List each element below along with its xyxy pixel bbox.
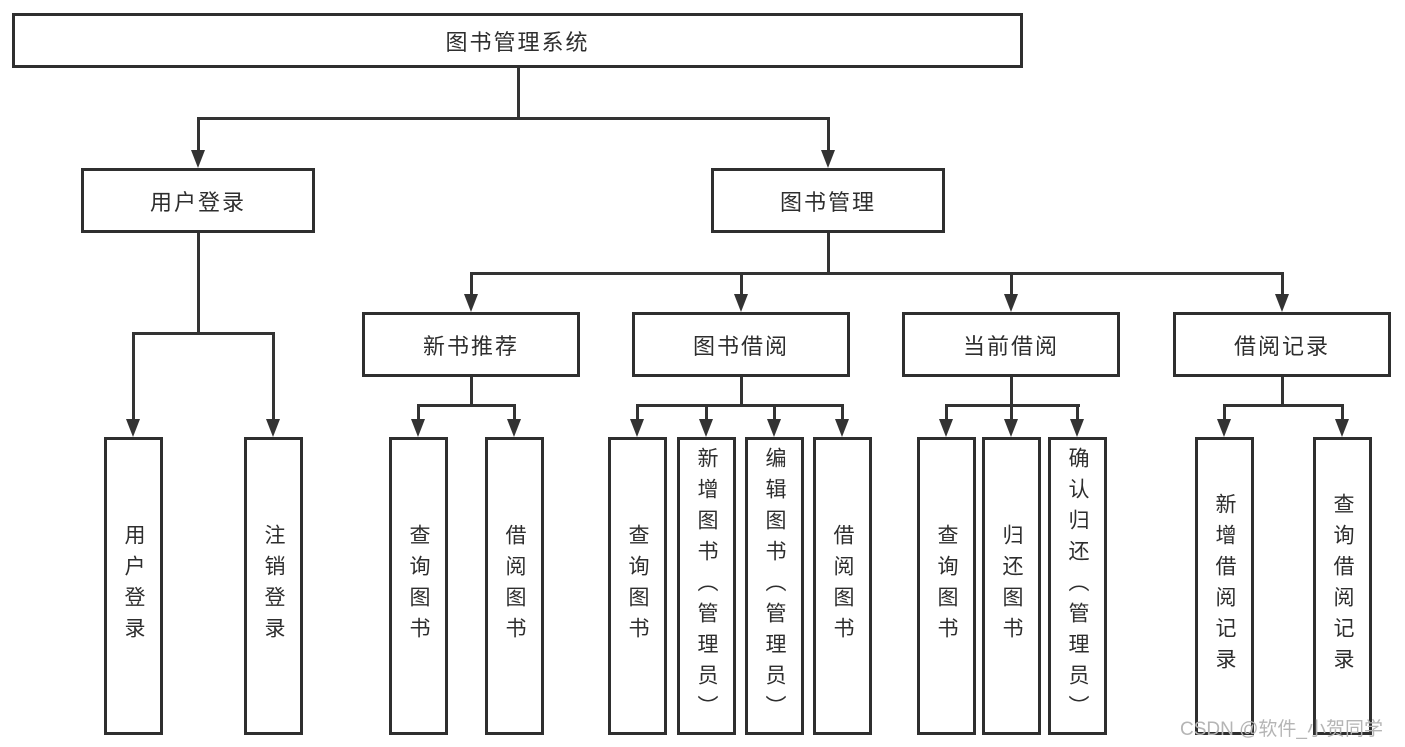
arrowhead-icon [1217, 419, 1231, 437]
node-logout-label: 注销登录 [262, 524, 285, 648]
node-user-login: 用户登录 [81, 168, 315, 233]
node-book-management: 图书管理 [711, 168, 945, 233]
node-br-add-record: 新增借阅记录 [1195, 437, 1254, 735]
arrowhead-icon [1004, 419, 1018, 437]
node-bb-edit-book-admin: 编辑图书（管理员） [745, 437, 804, 735]
edge-to-book-management [827, 118, 830, 150]
node-nbr-query-books: 查询图书 [389, 437, 448, 735]
node-br-query-record: 查询借阅记录 [1313, 437, 1372, 735]
node-current-borrowing: 当前借阅 [902, 312, 1120, 377]
arrowhead-icon [821, 150, 835, 168]
edge-to-login [132, 333, 135, 419]
arrowhead-icon [699, 419, 713, 437]
edge-cb-stem [1010, 377, 1013, 405]
node-nbr-borrow-books-label: 借阅图书 [503, 524, 526, 648]
node-bb-borrow-books: 借阅图书 [813, 437, 872, 735]
arrowhead-icon [835, 419, 849, 437]
edge-user-login-bus [132, 332, 275, 335]
edge-root-stem [517, 68, 520, 118]
arrowhead-icon [266, 419, 280, 437]
node-bb-edit-book-admin-label: 编辑图书（管理员） [763, 446, 786, 726]
node-logout: 注销登录 [244, 437, 303, 735]
arrowhead-icon [464, 294, 478, 312]
edge-root-bus [197, 117, 830, 120]
arrowhead-icon [1335, 419, 1349, 437]
edge-book-management-bus [470, 272, 1284, 275]
node-current-borrowing-label: 当前借阅 [962, 333, 1059, 359]
node-bb-borrow-books-label: 借阅图书 [831, 524, 854, 648]
node-borrow-records: 借阅记录 [1173, 312, 1391, 377]
edge-to-br-query [1341, 405, 1344, 419]
edge-br-bus [1223, 404, 1344, 407]
arrowhead-icon [939, 419, 953, 437]
edge-bb-bus [636, 404, 844, 407]
node-br-query-record-label: 查询借阅记录 [1331, 493, 1354, 679]
node-bb-query-books: 查询图书 [608, 437, 667, 735]
watermark: CSDN @软件_小贺同学 [1180, 719, 1383, 740]
edge-to-nbr-query [417, 405, 420, 419]
arrowhead-icon [126, 419, 140, 437]
node-cb-query-books-label: 查询图书 [935, 524, 958, 648]
edge-to-book-borrowing [740, 273, 743, 294]
edge-br-stem [1281, 377, 1284, 405]
edge-to-current-borrowing [1010, 273, 1013, 294]
node-user-login-label: 用户登录 [149, 189, 246, 215]
arrowhead-icon [1275, 294, 1289, 312]
edge-to-bb-query [636, 405, 639, 419]
arrowhead-icon [1004, 294, 1018, 312]
edge-to-user-login [197, 118, 200, 150]
node-book-borrowing-label: 图书借阅 [692, 333, 789, 359]
edge-to-br-add [1223, 405, 1226, 419]
edge-to-nbr-borrow [513, 405, 516, 419]
node-borrow-records-label: 借阅记录 [1233, 333, 1330, 359]
node-br-add-record-label: 新增借阅记录 [1213, 493, 1236, 679]
edge-to-borrow-records [1281, 273, 1284, 294]
node-new-book-recommend-label: 新书推荐 [422, 333, 519, 359]
node-library-system: 图书管理系统 [12, 13, 1023, 68]
edge-to-cb-confirm [1076, 405, 1079, 419]
arrowhead-icon [630, 419, 644, 437]
node-bb-query-books-label: 查询图书 [626, 524, 649, 648]
arrowhead-icon [507, 419, 521, 437]
node-bb-add-book-admin: 新增图书（管理员） [677, 437, 736, 735]
edge-to-bb-add [705, 405, 708, 419]
node-nbr-borrow-books: 借阅图书 [485, 437, 544, 735]
node-new-book-recommend: 新书推荐 [362, 312, 580, 377]
edge-to-logout [272, 333, 275, 419]
node-cb-query-books: 查询图书 [917, 437, 976, 735]
node-cb-return-books-label: 归还图书 [1000, 524, 1023, 648]
arrowhead-icon [191, 150, 205, 168]
arrowhead-icon [734, 294, 748, 312]
edge-to-bb-borrow [841, 405, 844, 419]
node-login: 用户登录 [104, 437, 163, 735]
node-cb-confirm-return-admin: 确认归还（管理员） [1048, 437, 1107, 735]
node-login-label: 用户登录 [122, 524, 145, 648]
node-cb-confirm-return-admin-label: 确认归还（管理员） [1066, 446, 1089, 726]
arrowhead-icon [767, 419, 781, 437]
node-cb-return-books: 归还图书 [982, 437, 1041, 735]
arrowhead-icon [1070, 419, 1084, 437]
node-library-system-label: 图书管理系统 [445, 29, 590, 55]
edge-user-login-stem [197, 233, 200, 333]
node-bb-add-book-admin-label: 新增图书（管理员） [695, 446, 718, 726]
edge-to-bb-edit [773, 405, 776, 419]
node-book-borrowing: 图书借阅 [632, 312, 850, 377]
edge-nbr-stem [470, 377, 473, 405]
arrowhead-icon [411, 419, 425, 437]
node-book-management-label: 图书管理 [779, 189, 876, 215]
edge-to-new-book-recommend [470, 273, 473, 294]
node-nbr-query-books-label: 查询图书 [407, 524, 430, 648]
edge-nbr-bus [417, 404, 516, 407]
edge-to-cb-return [1010, 405, 1013, 419]
edge-book-management-stem [827, 233, 830, 273]
edge-to-cb-query [945, 405, 948, 419]
edge-bb-stem [740, 377, 743, 405]
